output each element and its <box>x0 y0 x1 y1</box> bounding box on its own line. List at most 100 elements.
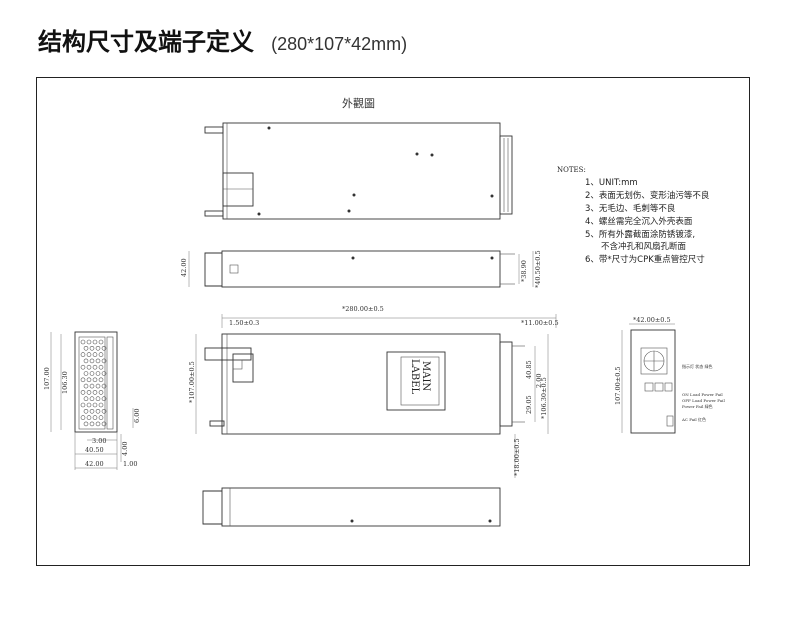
dim-end-6: 6.00 <box>133 409 141 423</box>
dim-end-1: 1.00 <box>123 460 137 468</box>
right-end-view: *42.00±0.5 107.00±0.5 指示灯 状态 绿色 ON Load … <box>614 316 725 434</box>
vent-hole <box>83 383 89 389</box>
vent-hole <box>101 396 107 402</box>
vent-hole <box>101 383 107 389</box>
vent-hole <box>89 408 95 414</box>
dim-end-4: 4.00 <box>121 442 129 456</box>
vent-hole <box>83 396 89 402</box>
vent-hole <box>83 345 89 351</box>
vent-hole <box>89 383 95 389</box>
vent-hole <box>95 371 101 376</box>
dim-2-00: 2.00 <box>535 374 543 388</box>
vent-hole <box>86 377 92 383</box>
main-label-text-1: MAIN <box>420 361 431 391</box>
fan-label-2: ON Load Power Fail <box>682 392 723 397</box>
vent-hole <box>83 358 89 364</box>
vent-hole <box>92 352 98 357</box>
notes-block: NOTES: 1、UNIT:mm 2、表面无划伤、变形油污等不良 3、无毛边、毛… <box>557 166 710 265</box>
vent-hole <box>80 415 86 420</box>
dim-right-42: *42.00±0.5 <box>633 316 671 324</box>
vent-hole <box>101 408 107 414</box>
dim-106-30: *106.30±0.5 <box>540 377 548 419</box>
vent-hole <box>80 402 86 408</box>
dim-40-50: *40.50±0.5 <box>534 250 542 288</box>
vent-hole <box>95 408 101 414</box>
vent-hole <box>83 408 89 414</box>
view-title: 外觀圖 <box>342 97 375 110</box>
dim-107-00: *107.00±0.5 <box>188 361 196 403</box>
dim-end-106: 106.30 <box>61 371 69 394</box>
dim-29-05: 29.05 <box>525 395 533 414</box>
vent-hole <box>89 421 95 427</box>
side-view-lower <box>202 487 501 527</box>
vent-hole <box>95 358 101 364</box>
vent-hole <box>86 402 92 408</box>
vent-hole <box>95 396 101 402</box>
notes-title: NOTES: <box>557 166 586 174</box>
vent-hole <box>89 358 95 364</box>
note-3: 3、无毛边、毛刺等不良 <box>585 203 676 214</box>
vent-hole <box>86 352 92 357</box>
vent-hole <box>80 364 86 370</box>
vent-hole <box>86 364 92 370</box>
fan-label-1: 指示灯 状态 绿色 <box>682 363 713 369</box>
dim-length-280: *280.00±0.5 <box>342 305 384 313</box>
vent-hole <box>98 415 104 420</box>
vent-hole <box>80 339 86 345</box>
vent-hole <box>92 415 98 420</box>
dim-height-42: 42.00 <box>180 258 188 277</box>
vent-hole <box>83 371 89 376</box>
vent-hole <box>98 402 104 408</box>
vent-hole <box>101 371 107 376</box>
note-1: 1、UNIT:mm <box>585 178 638 188</box>
dim-18-00: *18.00±0.5 <box>513 438 521 476</box>
vent-hole <box>98 364 104 370</box>
vent-hole <box>83 421 89 427</box>
note-4: 4、螺丝需完全沉入外壳表面 <box>585 216 693 227</box>
vent-hole <box>98 339 104 345</box>
vent-hole <box>92 339 98 345</box>
vent-hole <box>95 383 101 389</box>
side-view-upper: 42.00 *38.90 *40.50±0.5 <box>180 250 542 288</box>
vent-hole <box>92 364 98 370</box>
technical-drawing: 外觀圖 <box>43 97 725 527</box>
left-end-view: 107.00 106.30 3.00 40.50 42.00 4.00 6.00… <box>43 331 141 470</box>
page-title: 结构尺寸及端子定义 <box>38 28 254 56</box>
vent-hole <box>95 421 101 427</box>
note-2: 2、表面无划伤、变形油污等不良 <box>585 190 710 201</box>
vent-hole <box>86 390 92 395</box>
main-label-text-2: LABEL <box>409 359 420 395</box>
dim-end-3: 3.00 <box>92 437 106 445</box>
main-label-box <box>386 351 446 411</box>
vent-hole <box>89 371 95 376</box>
vent-hole <box>98 352 104 357</box>
vent-hole <box>89 396 95 402</box>
dim-1-50: 1.50±0.3 <box>229 319 259 327</box>
page-subtitle-dimensions: (280*107*42mm) <box>271 34 408 54</box>
dim-40-85: 40.85 <box>525 360 533 379</box>
vent-hole <box>98 377 104 383</box>
dim-right-107: 107.00±0.5 <box>614 366 622 405</box>
note-6: 6、带*尺寸为CPK重点管控尺寸 <box>585 254 705 265</box>
vent-hole <box>86 339 92 345</box>
vent-hole <box>101 358 107 364</box>
vent-hole <box>80 390 86 395</box>
dim-end-4200: 42.00 <box>85 460 104 468</box>
top-view <box>204 122 513 220</box>
fan-label-4: Power Fail 绿色 <box>682 403 713 409</box>
vent-hole <box>89 345 95 351</box>
page-header: 结构尺寸及端子定义 (280*107*42mm) <box>38 22 407 62</box>
vent-hole <box>92 402 98 408</box>
fan-label-5: AC Fail 红色 <box>681 416 706 422</box>
vent-hole <box>101 421 107 427</box>
vent-hole <box>80 352 86 357</box>
dim-11-00: *11.00±0.5 <box>521 319 559 327</box>
dim-end-107: 107.00 <box>43 367 51 390</box>
vent-hole <box>98 390 104 395</box>
vent-hole <box>86 415 92 420</box>
note-5: 5、所有外露截面涂防锈镀漆, <box>585 229 695 240</box>
vent-hole <box>92 390 98 395</box>
main-view: *280.00±0.5 1.50±0.3 *11.00±0.5 MAIN LAB… <box>188 305 559 478</box>
dim-end-4050: 40.50 <box>85 446 104 454</box>
note-5-cont: 不含冲孔和风扇孔断面 <box>601 241 687 252</box>
